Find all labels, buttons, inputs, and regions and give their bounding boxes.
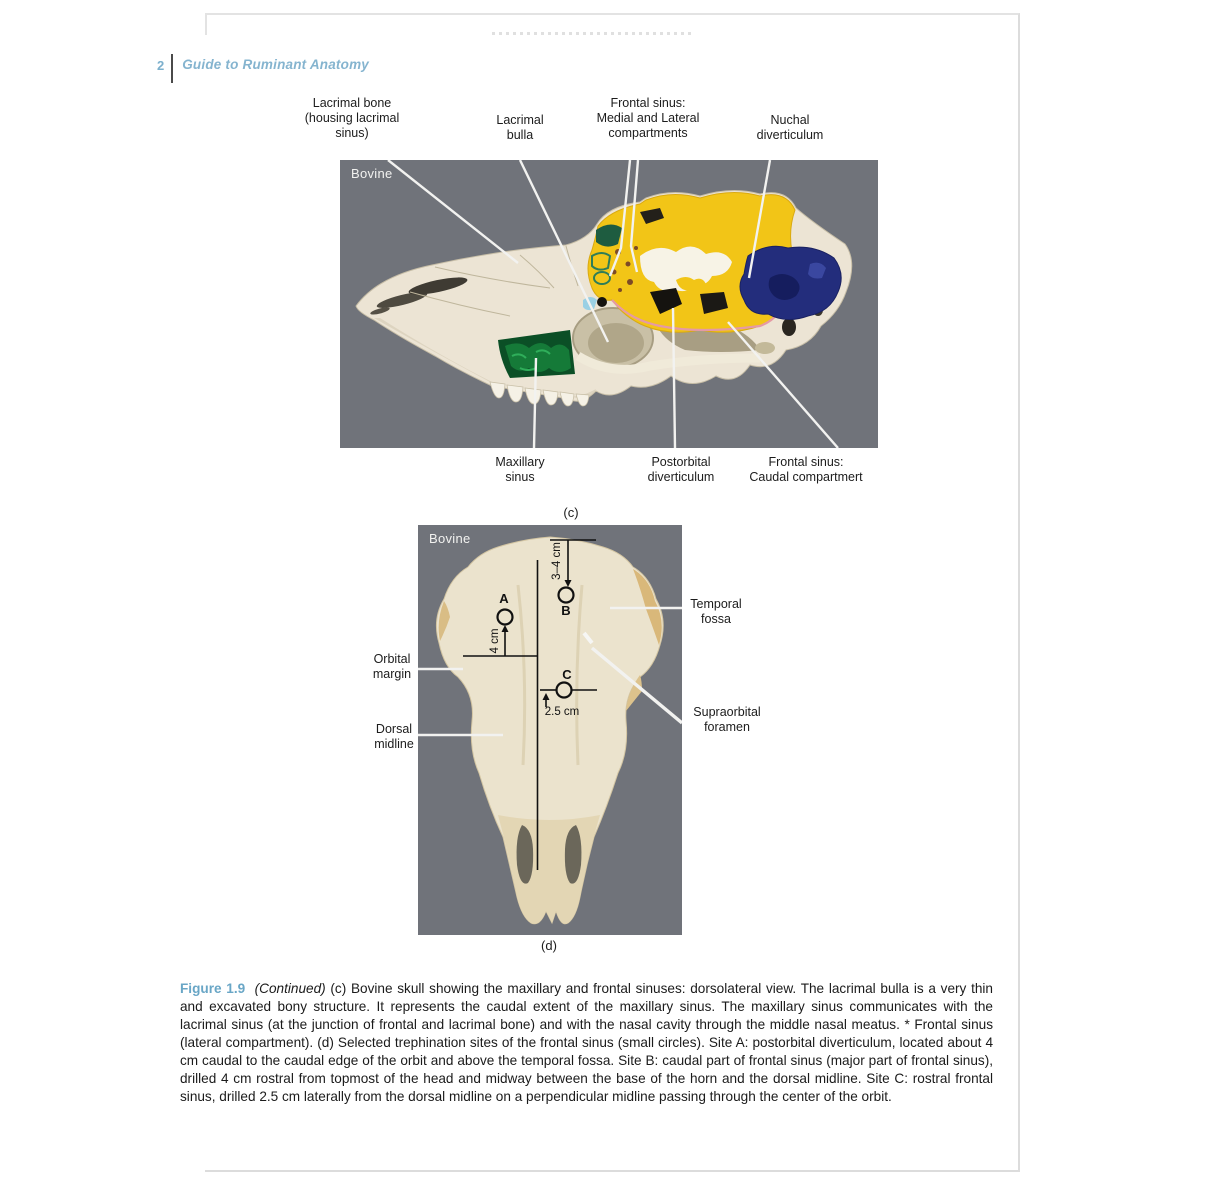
bovine-skull-lateral-illustration (355, 160, 853, 448)
label-dorsal-midline: Dorsal midline (374, 722, 414, 751)
bone-shading (516, 584, 584, 766)
sinus-air-spaces (640, 246, 732, 292)
leader-lines-c (387, 160, 839, 448)
dark-recess-2 (700, 292, 728, 314)
maxillary-sinus-green (505, 343, 571, 372)
running-header: 2 Guide to Ruminant Anatomy (157, 54, 369, 83)
c-arrowhead-up (542, 693, 550, 700)
figure-number: Figure 1.9 (180, 980, 246, 996)
tan-orbit-right (626, 675, 642, 711)
teal-patch (596, 224, 622, 247)
postorbital-recess (650, 288, 682, 314)
navy-inner (768, 274, 800, 300)
caudal-foramen (782, 318, 796, 336)
label-orbital-margin: Orbital margin (372, 652, 412, 681)
measurement-4cm: 4 cm (489, 629, 501, 654)
subfigure-label-c: (c) (563, 505, 579, 520)
figure-d-panel: B 3–4 cm A 4 cm C 2.5 cm (418, 525, 682, 935)
small-black-dot (597, 297, 607, 307)
subfigure-label-d: (d) (541, 938, 557, 953)
measurement-3-4cm: 3–4 cm (551, 542, 563, 580)
header-divider (171, 54, 174, 83)
label-supraorbital-foramen: Supraorbital foramen (693, 705, 761, 734)
label-postorbital-diverticulum: Postorbital diverticulum (647, 455, 715, 484)
label-frontal-sinus-medial-lateral: Frontal sinus: Medial and Lateral compar… (596, 96, 700, 140)
page-border-stub (205, 13, 207, 35)
trephine-site-b-circle (557, 586, 575, 604)
bovine-skull-dorsal-illustration: B 3–4 cm A 4 cm C 2.5 cm (418, 536, 682, 925)
b-arrowhead-down (564, 580, 572, 587)
book-title: Guide to Ruminant Anatomy (182, 57, 369, 72)
panel-tag-bovine-c: Bovine (351, 166, 393, 181)
yellow-inner (676, 277, 706, 292)
measurement-2-5cm: 2.5 cm (545, 706, 580, 718)
label-maxillary-sinus: Maxillary sinus (495, 455, 545, 484)
navy-highlight (808, 262, 826, 279)
site-letter-c: C (562, 667, 572, 682)
teeth (489, 381, 590, 407)
site-letter-a: A (499, 591, 509, 606)
label-temporal-fossa: Temporal fossa (690, 597, 742, 626)
figure-c-panel: Bovine (340, 160, 878, 448)
condyle (755, 342, 775, 354)
nasal-slit-small (370, 307, 390, 315)
trephine-site-c-circle (555, 681, 573, 699)
zygomatic-arch (575, 352, 761, 374)
orbit-depth (588, 323, 644, 363)
trephine-site-a-circle (496, 608, 514, 626)
faint-scan-text-artifact (492, 32, 692, 35)
leader-lines-d (418, 606, 682, 737)
caption-continued: (Continued) (254, 980, 326, 996)
dark-recess-3 (640, 208, 664, 224)
label-lacrimal-bulla: Lacrimal bulla (496, 113, 544, 142)
nasal-opening-2 (408, 277, 468, 295)
caption-body: (c) Bovine skull showing the maxillary a… (180, 980, 993, 1105)
label-lacrimal-bone: Lacrimal bone (housing lacrimal sinus) (304, 96, 400, 140)
teal-outline-2 (593, 271, 611, 285)
nasal-opening (376, 292, 428, 308)
panel-tag-bovine-d: Bovine (429, 531, 471, 546)
nasal-vacuity-right (564, 825, 582, 884)
figure-caption: Figure 1.9 (Continued) (c) Bovine skull … (180, 980, 993, 1107)
nasal-region (498, 815, 600, 924)
suture-lines (409, 245, 579, 317)
label-nuchal-diverticulum: Nuchal diverticulum (756, 113, 824, 142)
site-letter-b: B (561, 603, 570, 618)
supraorbital-foramen-mark (582, 631, 594, 645)
ethmoid-speckles (611, 246, 638, 292)
teal-outline (591, 252, 612, 271)
a-arrowhead-up (501, 625, 509, 632)
label-frontal-sinus-caudal: Frontal sinus: Caudal compartmert (749, 455, 863, 484)
nasal-vacuity-left (516, 825, 534, 884)
tan-temporal-left (438, 601, 450, 641)
page-number: 2 (157, 58, 165, 73)
